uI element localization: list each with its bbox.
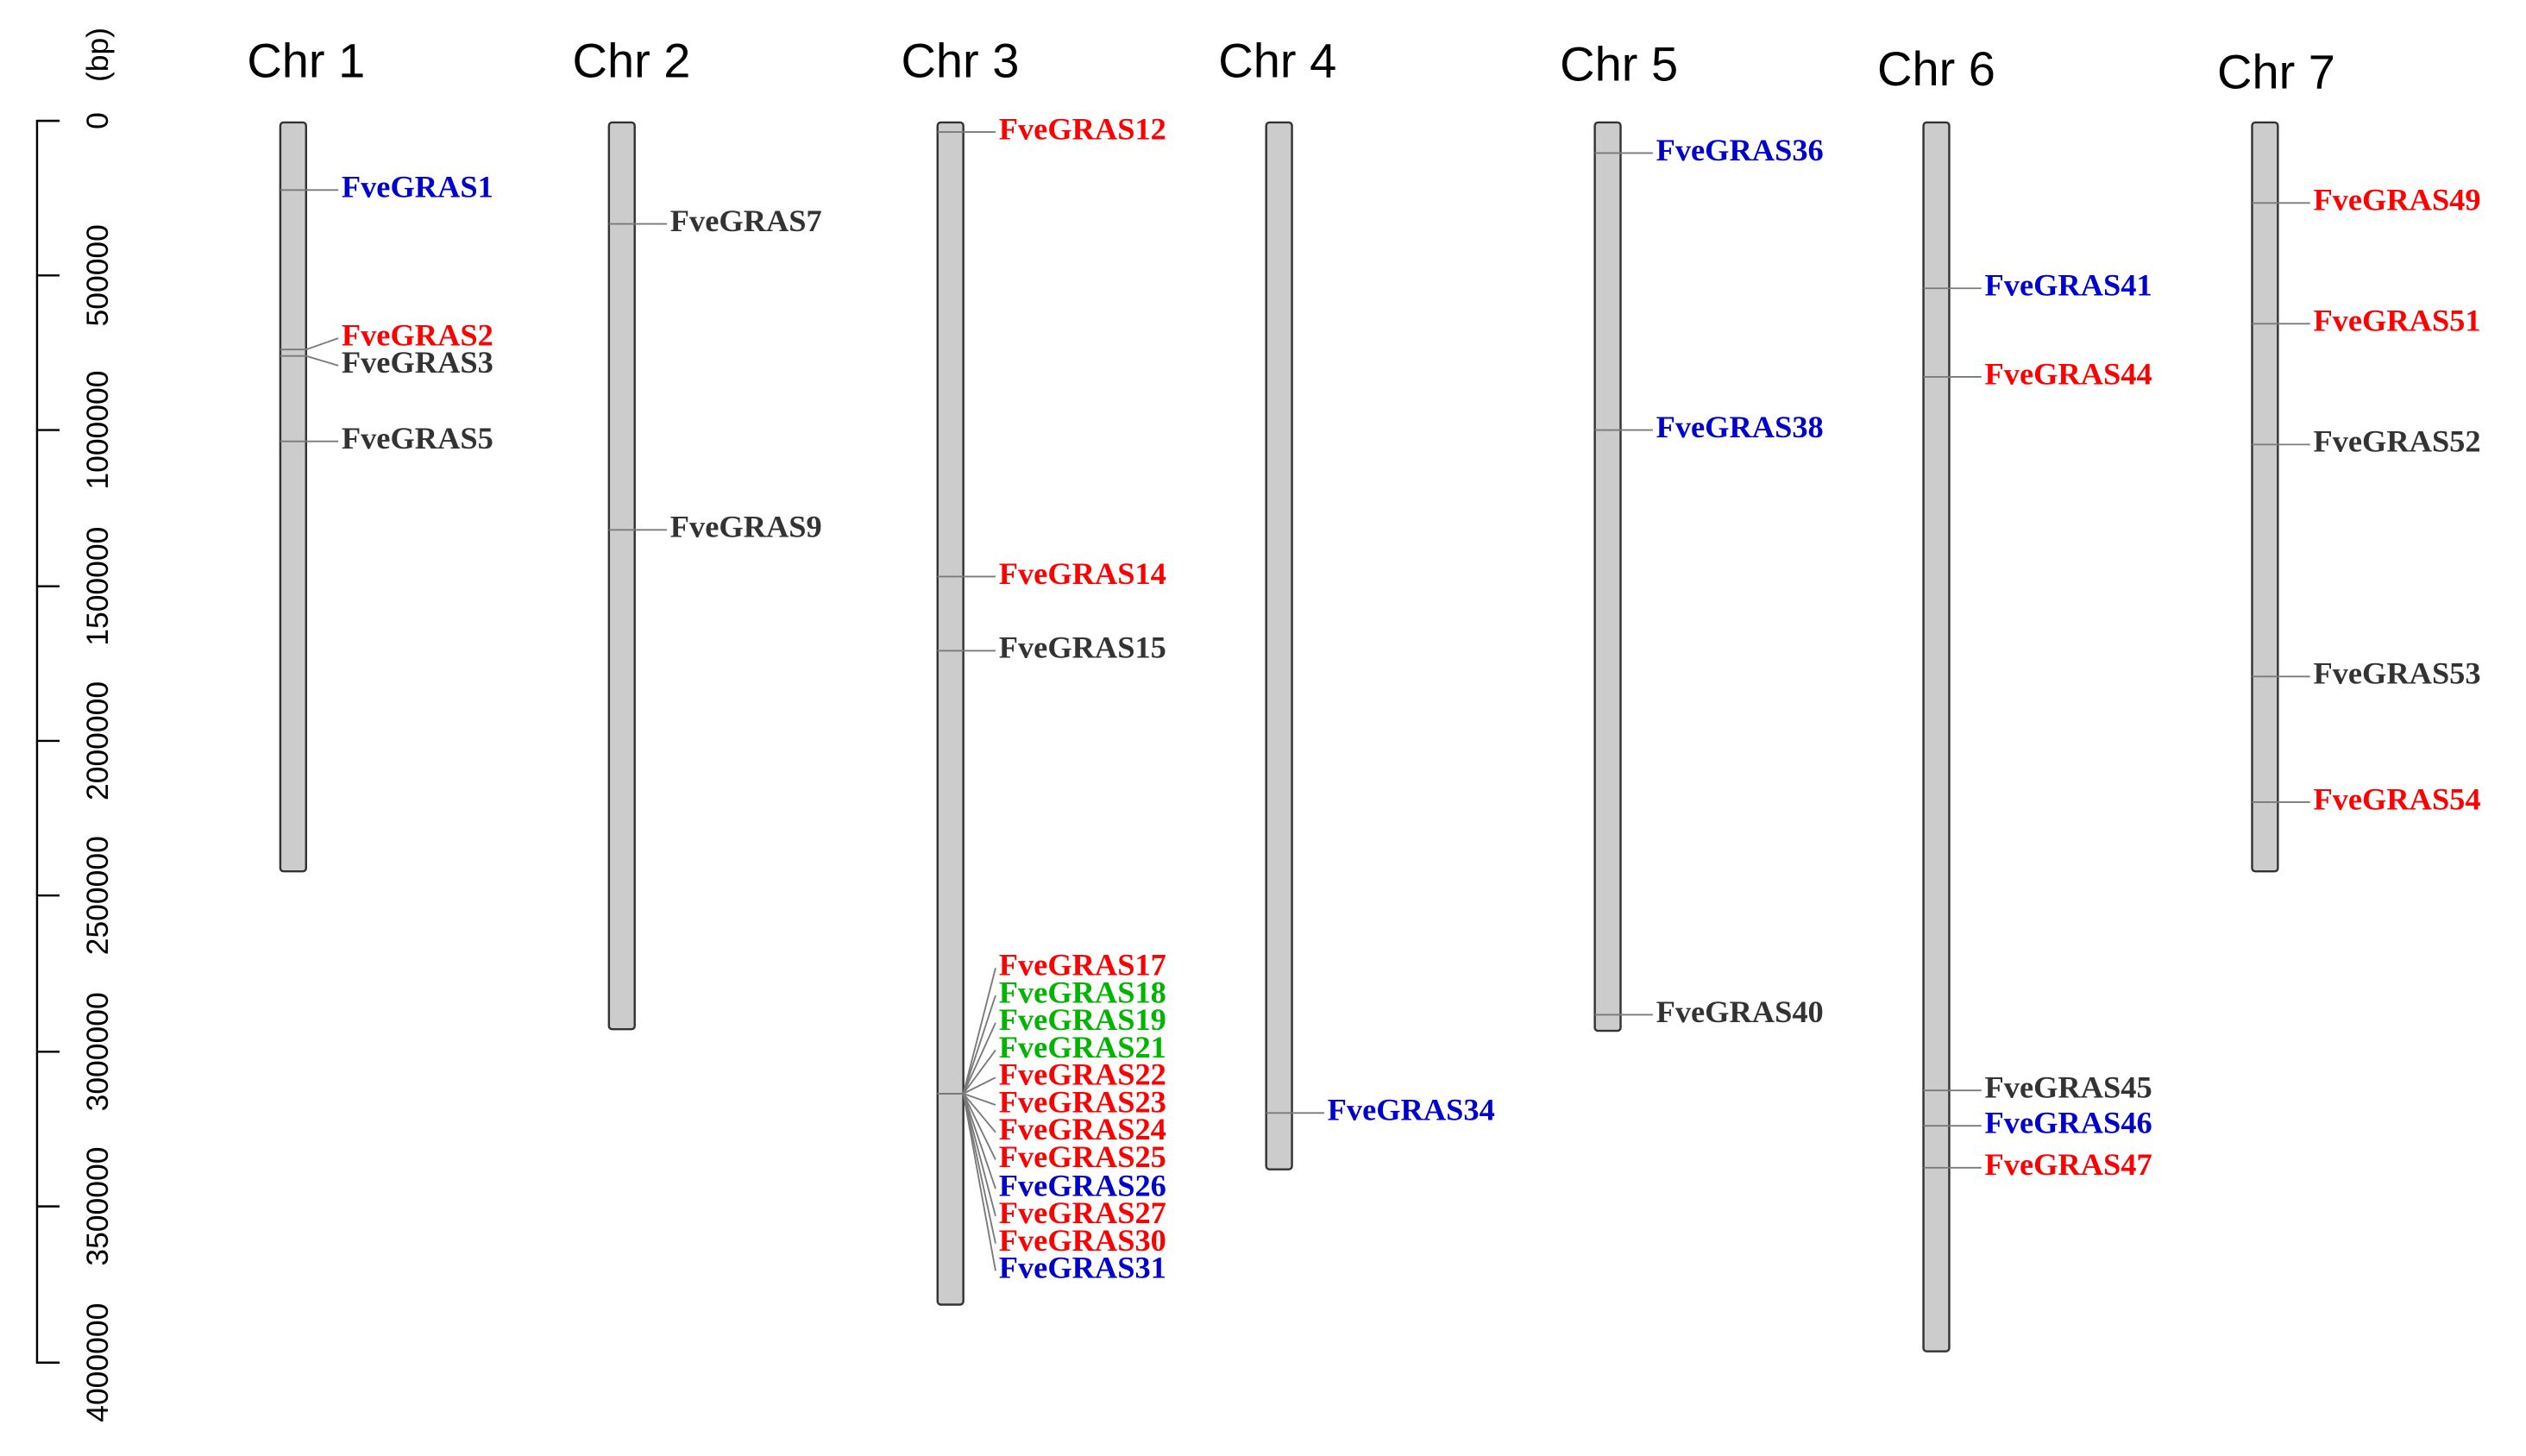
gene-label: FveGRAS45: [1985, 1070, 2152, 1105]
gene-label: FveGRAS26: [999, 1168, 1166, 1202]
gene-connector: [963, 1093, 996, 1106]
gene-label: FveGRAS3: [342, 345, 493, 380]
ruler-tick-label: 1500000: [80, 527, 115, 646]
gene-label: FveGRAS15: [999, 631, 1166, 665]
gene-connector: [962, 1093, 996, 1133]
gene-label: FveGRAS40: [1656, 995, 1824, 1029]
chromosome-title: Chr 4: [1218, 34, 1336, 88]
gene-label: FveGRAS1: [342, 170, 493, 204]
ruler-tick-label: 3500000: [80, 1147, 115, 1266]
gene-label: FveGRAS2: [342, 317, 493, 352]
gene-label: FveGRAS53: [2313, 656, 2480, 691]
gene-label: FveGRAS30: [999, 1223, 1166, 1258]
ruler-tick-label: 0: [80, 112, 115, 129]
gene-label: FveGRAS31: [999, 1251, 1166, 1285]
gene-label: FveGRAS47: [1985, 1147, 2152, 1182]
gene-label: FveGRAS12: [999, 111, 1166, 146]
gene-label: FveGRAS36: [1656, 133, 1824, 167]
chromosomes: Chr 1FveGRAS1FveGRAS2FveGRAS3FveGRAS5Chr…: [247, 34, 2481, 1352]
gene-label: FveGRAS51: [2313, 304, 2480, 338]
ruler-tick-label: 2500000: [80, 836, 115, 955]
gene-connector: [962, 1093, 996, 1271]
gene-label: FveGRAS23: [999, 1084, 1166, 1119]
gene-label: FveGRAS49: [2313, 183, 2480, 217]
chromosome-title: Chr 3: [901, 34, 1019, 88]
gene-label: FveGRAS5: [342, 421, 493, 455]
chromosome-title: Chr 5: [1560, 36, 1678, 91]
gene-label: FveGRAS17: [999, 948, 1166, 982]
chromosome-3: Chr 3 FveGRAS12FveGRAS14FveGRAS15FveGRAS1…: [901, 34, 1166, 1306]
chromosome-bar: [279, 121, 308, 873]
chromosome-4: Chr 4 FveGRAS34: [1218, 34, 1495, 1170]
gene-connector: [962, 1093, 996, 1189]
ruler-tick-label: 1000000: [80, 371, 115, 490]
chromosome-bar: [936, 121, 965, 1306]
gene-label: FveGRAS14: [999, 556, 1166, 591]
gene-label: FveGRAS22: [999, 1057, 1166, 1092]
gene-connector: [962, 1022, 996, 1095]
gene-connector: [962, 1093, 996, 1160]
chromosome-title: Chr 1: [247, 34, 365, 88]
chromosome-7: Chr 7 FveGRAS49FveGRAS51FveGRAS52FveGRAS5…: [2217, 45, 2481, 873]
gene-label: FveGRAS44: [1985, 356, 2152, 391]
gene-label: FveGRAS21: [999, 1030, 1166, 1064]
gene-label: FveGRAS27: [999, 1196, 1166, 1230]
gene-connector: [962, 968, 996, 1095]
gene-label: FveGRAS7: [670, 204, 822, 238]
gene-label: FveGRAS38: [1656, 410, 1824, 444]
chromosome-title: Chr 6: [1877, 41, 1995, 96]
gene-label: FveGRAS9: [670, 510, 822, 544]
chromosome-title: Chr 7: [2217, 45, 2335, 99]
gene-connector: [305, 355, 339, 367]
chromosome-bar: [607, 121, 636, 1031]
gene-label: FveGRAS34: [1328, 1093, 1495, 1127]
ruler-tick-label: 2000000: [80, 681, 115, 800]
gene-label: FveGRAS52: [2313, 424, 2480, 459]
chromosome-bar: [1593, 121, 1622, 1032]
gene-connector: [962, 995, 996, 1095]
gene-label: FveGRAS25: [999, 1139, 1166, 1174]
chromosome-6: Chr 6FveGRAS41FveGRAS44FveGRAS45FveGRAS4…: [1877, 41, 2152, 1352]
gene-connector: [962, 1093, 996, 1217]
gene-connector: [963, 1076, 996, 1095]
gene-connector: [962, 1093, 996, 1244]
ruler-unit-label: (bp): [80, 28, 115, 82]
gene-label: FveGRAS54: [2313, 781, 2480, 816]
chromosome-title: Chr 2: [573, 34, 691, 88]
gene-label: FveGRAS19: [999, 1002, 1166, 1037]
gene-connector: [305, 337, 339, 351]
chromosome-bar: [2251, 121, 2279, 873]
gene-label: FveGRAS18: [999, 975, 1166, 1009]
gene-label: FveGRAS41: [1985, 268, 2152, 303]
ruler-tick-label: 3000000: [80, 992, 115, 1111]
gene-label: FveGRAS24: [999, 1112, 1166, 1146]
ruler-tick-label: 4000000: [80, 1303, 115, 1422]
gene-connector: [962, 1049, 996, 1095]
scale-ruler: (bp) 0 500000 1000000 1500000 2000000 2500000…: [35, 28, 115, 1422]
chromosome-bar: [1265, 121, 1293, 1170]
chromosome-bar: [1922, 121, 1951, 1352]
gene-label: FveGRAS46: [1985, 1106, 2152, 1140]
ruler-tick-label: 500000: [80, 224, 115, 326]
